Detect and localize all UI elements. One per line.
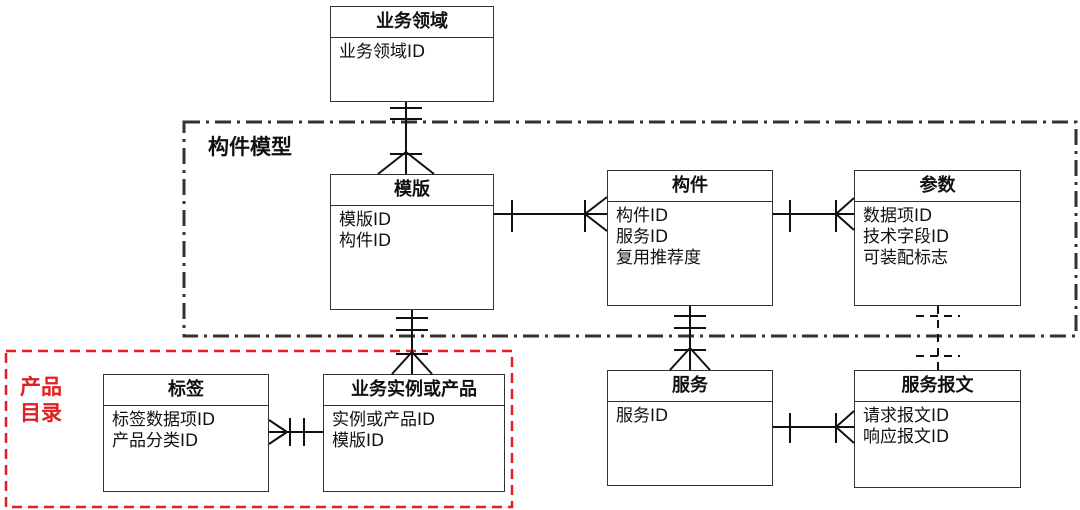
- entity-parameter: 参数 数据项ID 技术字段ID 可装配标志: [854, 170, 1021, 306]
- entity-attributes: 构件ID 服务ID 复用推荐度: [608, 202, 772, 273]
- relation-service-message: [773, 410, 855, 444]
- entity-attributes: 业务领域ID: [331, 38, 493, 67]
- entity-attributes: 服务ID: [608, 402, 772, 431]
- product-catalog-label: 产品 目录: [20, 374, 62, 426]
- entity-title: 模版: [331, 175, 493, 206]
- attribute: 构件ID: [339, 231, 392, 251]
- attribute: 业务领域ID: [339, 42, 426, 62]
- attribute: 技术字段ID: [863, 227, 950, 247]
- attribute: 数据项ID: [863, 206, 933, 226]
- entity-attributes: 请求报文ID 响应报文ID: [855, 402, 1020, 452]
- attribute: 服务ID: [616, 406, 669, 426]
- entity-instance-or-product: 业务实例或产品 实例或产品ID 模版ID: [323, 374, 505, 492]
- attribute: 产品分类ID: [112, 431, 199, 451]
- entity-title: 构件: [608, 171, 772, 202]
- entity-component: 构件 构件ID 服务ID 复用推荐度: [607, 170, 773, 306]
- entity-title: 服务报文: [855, 371, 1020, 402]
- component-model-label: 构件模型: [208, 135, 292, 159]
- relation-parameter-message: [916, 306, 960, 370]
- attribute: 模版ID: [339, 210, 392, 230]
- entity-attributes: 模版ID 构件ID: [331, 206, 493, 256]
- entity-attributes: 数据项ID 技术字段ID 可装配标志: [855, 202, 1020, 273]
- entity-title: 业务领域: [331, 7, 493, 38]
- relation-template-instance: [391, 310, 433, 375]
- attribute: 模版ID: [332, 431, 385, 451]
- attribute: 复用推荐度: [616, 248, 701, 268]
- attribute: 服务ID: [616, 227, 669, 247]
- entity-template: 模版 模版ID 构件ID: [330, 174, 494, 310]
- entity-service: 服务 服务ID: [607, 370, 773, 486]
- entity-title: 业务实例或产品: [324, 375, 504, 406]
- attribute: 响应报文ID: [863, 427, 950, 447]
- product-catalog-label-line2: 目录: [20, 401, 62, 425]
- product-catalog-label-line1: 产品: [20, 375, 62, 399]
- entity-service-message: 服务报文 请求报文ID 响应报文ID: [854, 370, 1021, 488]
- attribute: 实例或产品ID: [332, 410, 436, 430]
- attribute: 请求报文ID: [863, 406, 950, 426]
- entity-attributes: 实例或产品ID 模版ID: [324, 406, 504, 456]
- entity-title: 标签: [104, 375, 268, 406]
- entity-attributes: 标签数据项ID 产品分类ID: [104, 406, 268, 456]
- relation-template-component: [494, 196, 608, 232]
- entity-business-domain: 业务领域 业务领域ID: [330, 6, 494, 102]
- attribute: 可装配标志: [863, 248, 948, 268]
- entity-title: 服务: [608, 371, 772, 402]
- relation-tag-instance: [268, 418, 323, 446]
- attribute: 构件ID: [616, 206, 669, 226]
- entity-title: 参数: [855, 171, 1020, 202]
- entity-tag: 标签 标签数据项ID 产品分类ID: [103, 374, 269, 492]
- relation-component-service: [669, 306, 711, 371]
- relation-domain-template: [377, 102, 435, 175]
- attribute: 标签数据项ID: [112, 410, 216, 430]
- relation-component-parameter: [773, 197, 855, 232]
